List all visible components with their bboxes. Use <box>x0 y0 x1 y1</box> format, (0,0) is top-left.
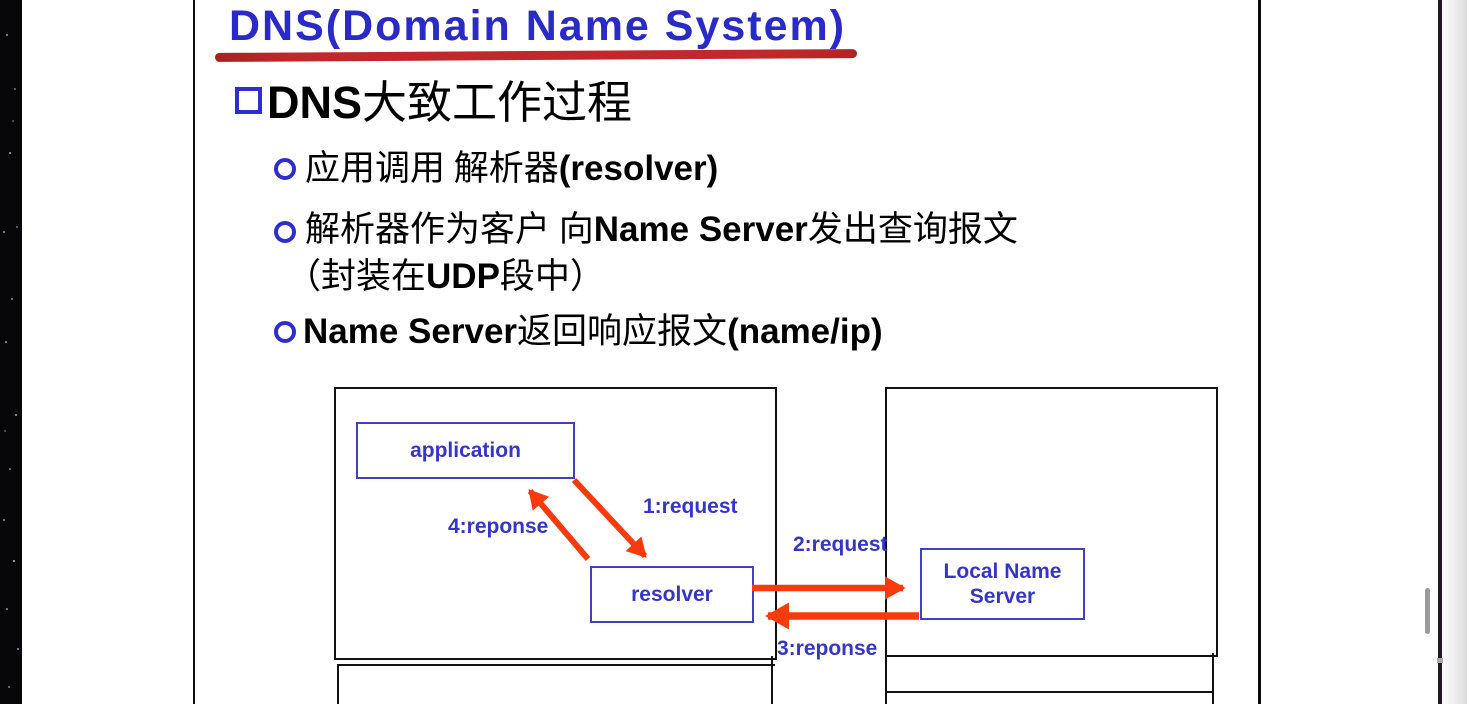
circle-bullet-icon <box>274 221 296 243</box>
resolver-box: resolver <box>590 566 754 623</box>
page-edge-tick <box>1437 658 1443 663</box>
circle-bullet-icon <box>274 321 296 343</box>
local-name-server-box: Local Name Server <box>920 548 1085 620</box>
scrollbar-thumb[interactable] <box>1425 588 1430 634</box>
resolver-box-label: resolver <box>631 583 713 606</box>
bullet-item-3: Name Server返回响应报文(name/ip) <box>303 303 883 354</box>
application-box-label: application <box>410 439 521 462</box>
left-host-box <box>334 387 777 660</box>
page-title: DNS(Domain Name System) <box>229 2 847 50</box>
page-stack-edge <box>1442 0 1467 704</box>
item3-text-zh: 返回响应报文 <box>517 312 728 351</box>
item3-text-latin-a: Name Server <box>303 312 518 351</box>
bullet-item-2: 解析器作为客户 向Name Server发出查询报文 <box>305 201 1018 252</box>
application-box: application <box>356 422 575 479</box>
left-lower-box-right-line <box>771 656 773 704</box>
right-lower-box-left-line <box>885 653 887 704</box>
slide-frame-right-line <box>1258 0 1261 704</box>
right-lower-box-right-line <box>1212 653 1214 704</box>
heading-latin: DNS <box>267 77 363 128</box>
arrow-1-label: 1:request <box>643 495 738 518</box>
bullet-item-1: 应用调用 解析器(resolver) <box>305 140 718 191</box>
item1-text-zh: 应用调用 解析器 <box>305 149 559 188</box>
item1-text-latin: (resolver) <box>558 149 719 188</box>
heading-chinese: 大致工作过程 <box>362 78 633 128</box>
item2-text-zh-a: 解析器作为客户 向 <box>305 210 594 249</box>
item2-text-latin: Name Server <box>593 210 808 249</box>
item2b-text-latin: UDP <box>426 257 500 296</box>
item2b-text-zh-b: 段中） <box>499 257 605 296</box>
right-host-box <box>885 387 1218 657</box>
page-edge-line <box>1438 0 1442 704</box>
arrow-4-label: 4:reponse <box>448 515 549 538</box>
left-lower-box-left-line <box>337 666 339 704</box>
arrow-2-label: 2:request <box>793 533 888 556</box>
circle-bullet-icon <box>274 158 296 180</box>
left-lower-box-top-line <box>337 664 775 666</box>
bullet-heading-text: DNS大致工作过程 <box>267 66 632 131</box>
square-bullet-icon <box>235 87 262 114</box>
slide-frame-left-line <box>193 0 195 704</box>
bullet-item-2-line2: （封装在UDP段中） <box>286 248 605 299</box>
item3-text-latin-b: (name/ip) <box>727 312 883 351</box>
starfield-background <box>0 0 22 704</box>
local-name-server-box-label: Local Name Server <box>943 560 1062 608</box>
item2b-text-zh-a: （封装在 <box>286 257 427 296</box>
arrow-3-label: 3:reponse <box>777 637 878 660</box>
right-lower-box-top-line <box>885 691 1214 693</box>
item2-text-zh-b: 发出查询报文 <box>807 210 1018 249</box>
